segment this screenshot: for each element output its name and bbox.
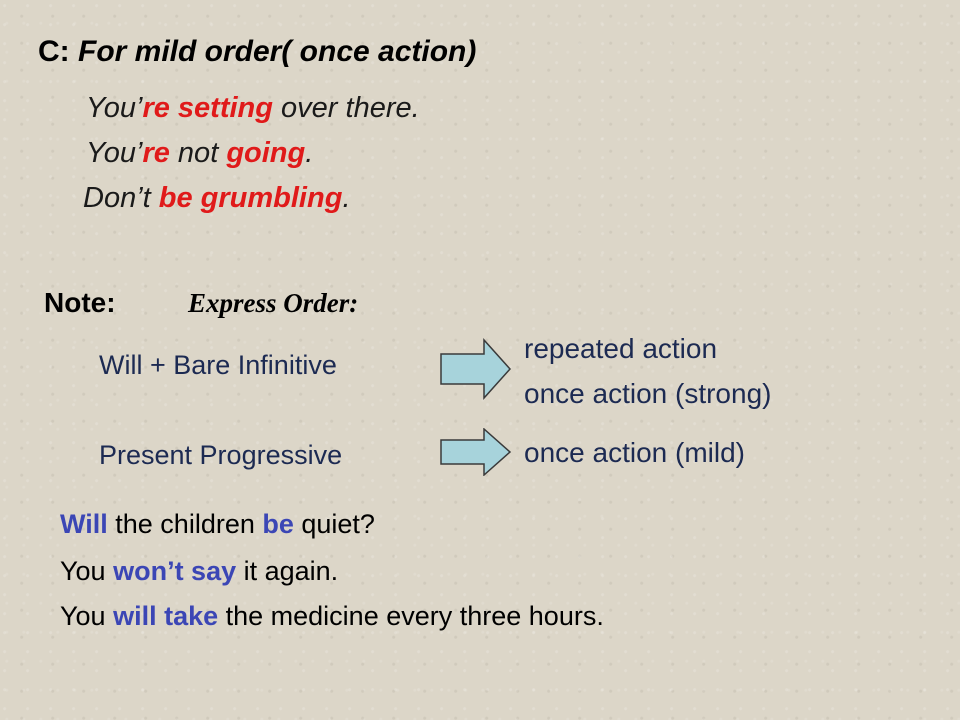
express-order-colon: : [349, 288, 359, 318]
sentence-1-part-b: the children [107, 509, 263, 539]
rule-1-right-2: once action (strong) [524, 378, 772, 409]
example-3-part-a: Don’t [83, 182, 159, 214]
sentence-2-keyword: won’t say [113, 556, 237, 586]
example-3-highlight: be grumbling [158, 182, 343, 214]
example-line-1: You’re setting over there. [86, 92, 420, 125]
sentence-3-part-a: You [60, 601, 114, 631]
rule-2-right-1: once action (mild) [524, 437, 745, 468]
example-line-2: You’re not going. [86, 137, 313, 170]
example-1-highlight: re setting [142, 92, 273, 124]
sentence-1: Will the children be quiet? [60, 509, 375, 540]
heading-prefix: C: [38, 35, 78, 68]
rule-1-right-1: repeated action [524, 333, 718, 364]
sentence-1-part-d: quiet? [293, 509, 375, 539]
sentence-3-keyword: will take [113, 601, 219, 631]
sentence-1-keyword-1: Will [60, 509, 108, 539]
sentence-2: You won’t say it again. [60, 556, 338, 587]
example-3-period: . [342, 182, 351, 214]
slide-heading: C: For mild order( once action) [38, 35, 476, 69]
sentence-2-part-a: You [60, 556, 114, 586]
example-2-part-a: You’ [86, 137, 143, 169]
example-1-part-c: over there. [272, 92, 420, 124]
sentence-3-part-c: the medicine every three hours. [218, 601, 604, 631]
rule-2-left: Present Progressive [99, 440, 343, 470]
example-2-part-c: not [169, 137, 227, 169]
example-1-part-a: You’ [86, 92, 143, 124]
sentence-1-keyword-2: be [262, 509, 294, 539]
heading-text: For mild order( once action) [78, 35, 477, 68]
example-2-highlight-1: re [142, 137, 170, 169]
example-2-period: . [305, 137, 314, 169]
note-express-order: Express Order: [188, 288, 358, 319]
arrow-right-icon [440, 428, 512, 476]
sentence-3: You will take the medicine every three h… [60, 601, 604, 632]
example-line-3: Don’t be grumbling. [83, 182, 351, 215]
rule-1-left: Will + Bare Infinitive [99, 350, 337, 380]
note-label: Note: [44, 287, 116, 318]
arrow-right-icon [440, 338, 512, 400]
express-order-text: Express Order [188, 288, 350, 318]
sentence-2-part-c: it again. [236, 556, 339, 586]
example-2-highlight-2: going [226, 137, 306, 169]
